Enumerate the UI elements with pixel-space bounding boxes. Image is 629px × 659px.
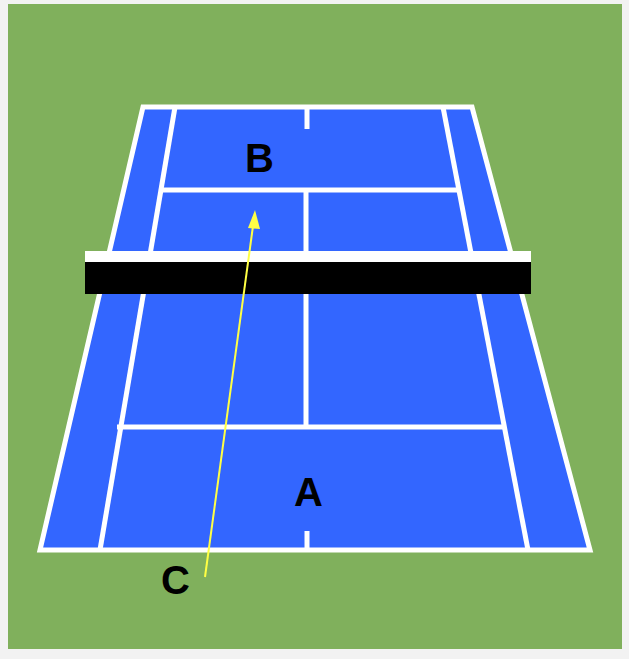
service-line <box>161 188 459 193</box>
court-surface <box>40 107 590 550</box>
singles-sideline <box>100 107 175 550</box>
center-mark <box>305 107 310 129</box>
grass-ground <box>8 4 622 649</box>
arrowhead <box>248 210 260 229</box>
net <box>85 262 531 294</box>
center-service-line <box>304 190 309 427</box>
position-label: C <box>161 560 190 600</box>
service-line <box>117 425 504 430</box>
net-band <box>85 251 531 262</box>
position-label: B <box>245 138 274 178</box>
ball-path <box>205 226 253 577</box>
position-label: A <box>294 472 323 512</box>
center-mark <box>305 531 310 550</box>
singles-sideline <box>443 107 528 550</box>
